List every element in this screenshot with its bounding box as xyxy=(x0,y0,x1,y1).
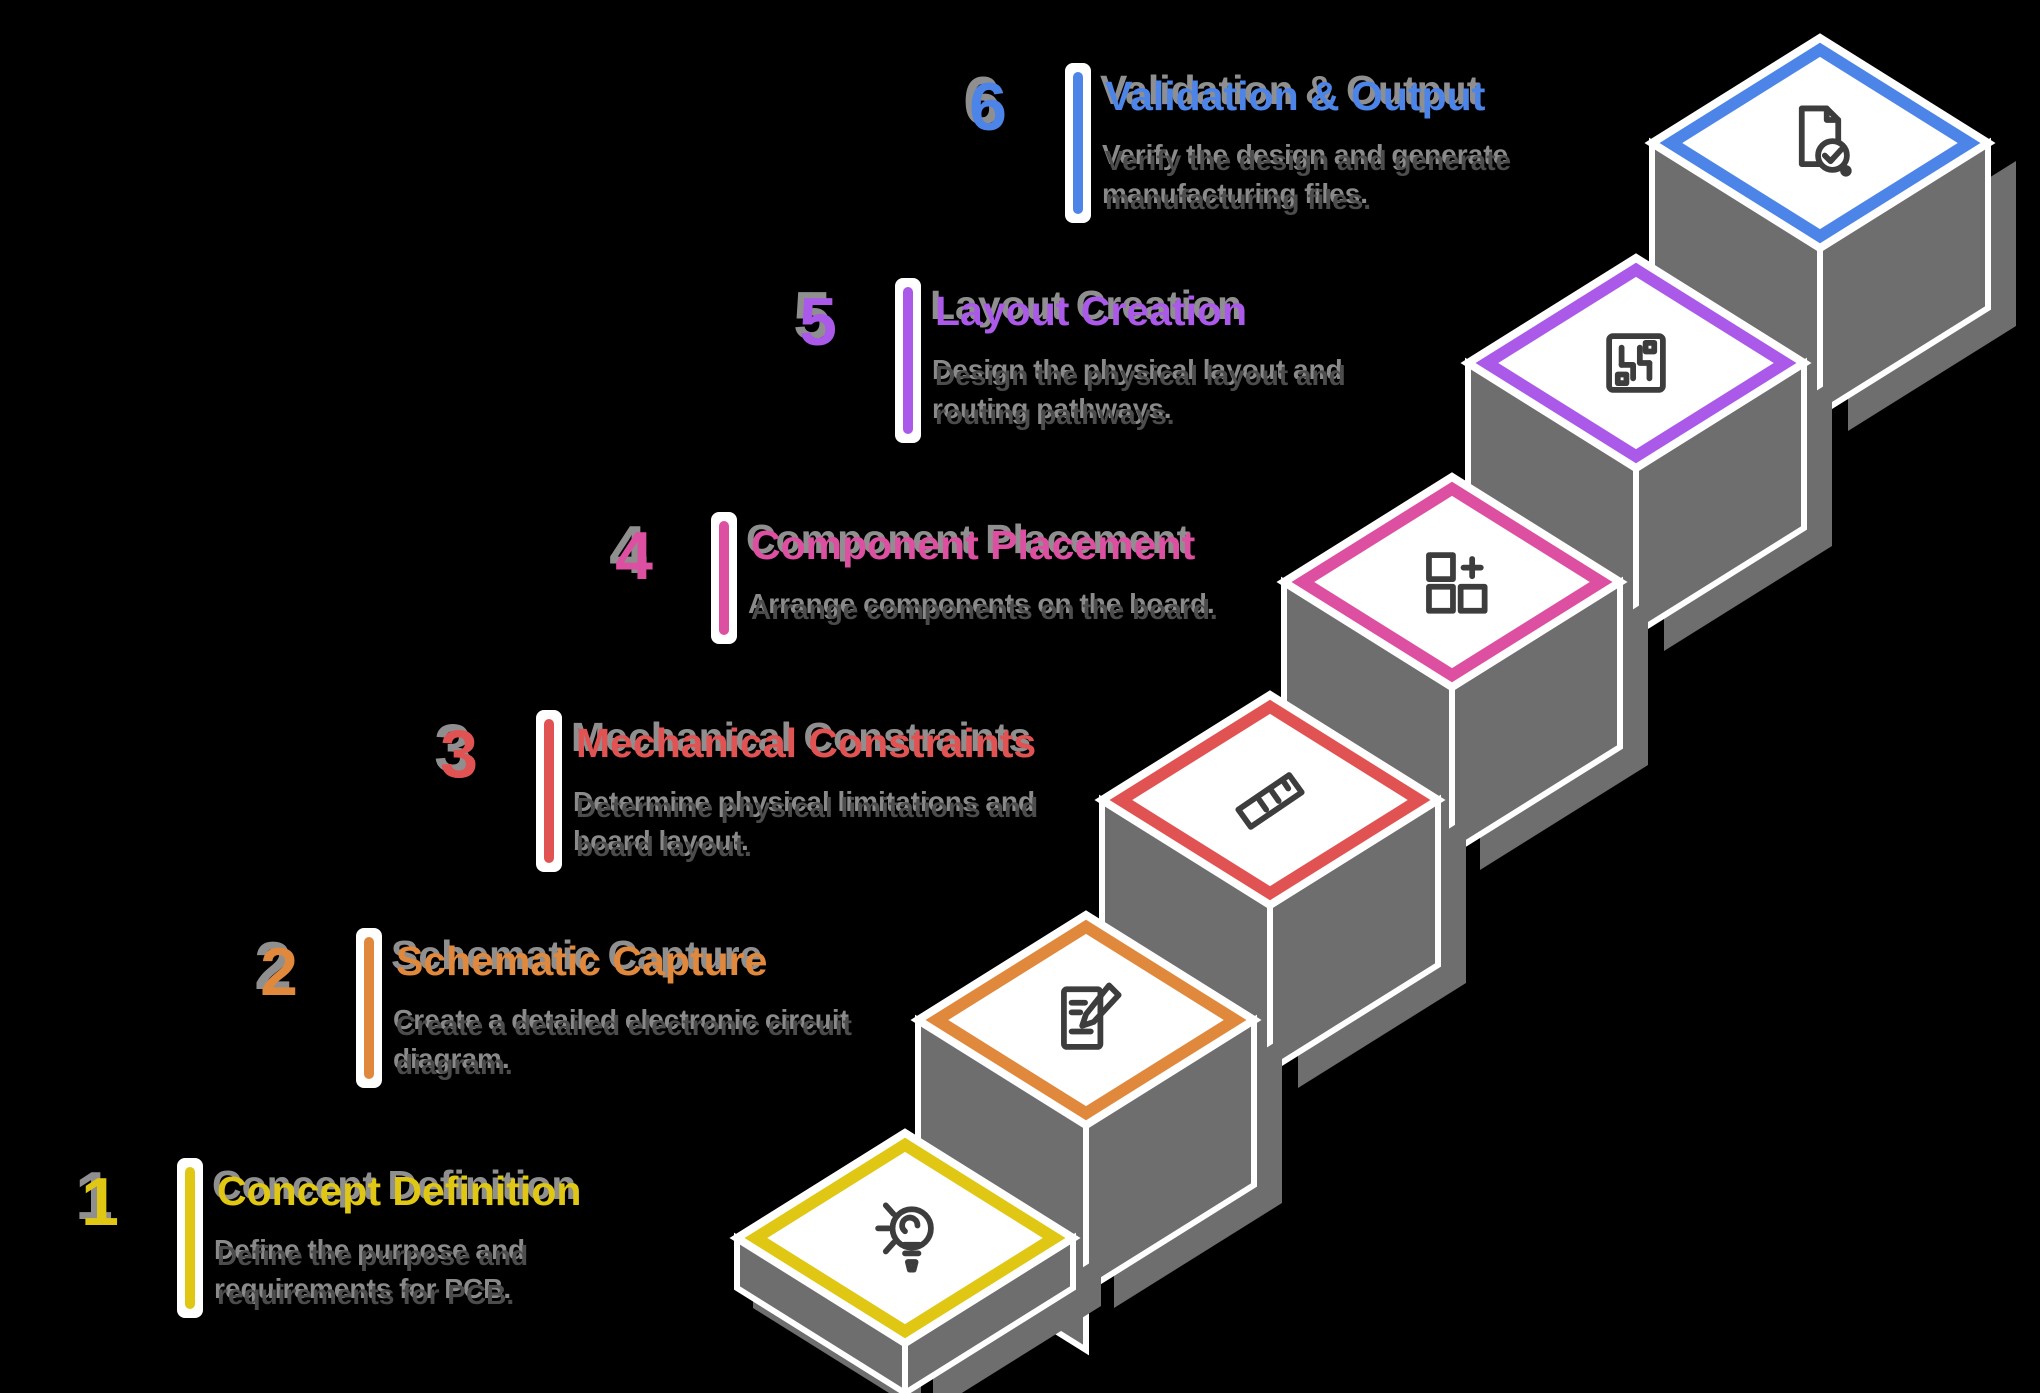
step-accent-bar-panel xyxy=(711,512,737,644)
step-accent-bar xyxy=(1073,72,1083,214)
pcb-layout-icon xyxy=(1606,333,1666,393)
step-accent-bar xyxy=(719,521,729,635)
step-title: Layout Creation xyxy=(935,288,1248,334)
step-6-diamond-inner xyxy=(1682,56,1958,230)
step-number: 2 xyxy=(260,934,298,1010)
step-number: 4 xyxy=(615,518,653,594)
step-accent-bar xyxy=(364,937,374,1079)
step-accent-bar-panel xyxy=(895,278,921,443)
idea-lightbulb-icon xyxy=(875,1202,934,1273)
step-number: 5 xyxy=(799,284,837,360)
step-number: 3 xyxy=(440,716,478,792)
step-5-diamond-inner xyxy=(1498,276,1774,450)
step-title: Component Placement xyxy=(751,522,1196,568)
step-title: Concept Definition xyxy=(217,1168,582,1214)
step-accent-bar xyxy=(903,287,913,434)
step-title: Mechanical Constraints xyxy=(576,720,1037,766)
step-3-diamond-inner xyxy=(1132,713,1408,887)
step-accent-bar-panel xyxy=(177,1158,203,1318)
schematic-edit-icon xyxy=(1061,982,1122,1050)
step-accent-bar-panel xyxy=(536,710,562,872)
step-accent-bar xyxy=(544,719,554,863)
step-description: Arrange components on the board. xyxy=(751,594,1218,625)
step-title: Validation & Output xyxy=(1105,73,1486,119)
step-accent-bar-panel xyxy=(356,928,382,1088)
step-1-diamond-inner xyxy=(767,1151,1043,1325)
step-description: Design the physical layout and routing p… xyxy=(935,360,1346,430)
step-title: Schematic Capture xyxy=(396,938,768,984)
step-description: Define the purpose and requirements for … xyxy=(217,1240,529,1310)
step-description: Create a detailed electronic circuit dia… xyxy=(396,1010,852,1080)
step-accent-bar-panel xyxy=(1065,63,1091,223)
ruler-icon xyxy=(1235,772,1305,830)
step-number: 1 xyxy=(81,1164,119,1240)
step-accent-bar xyxy=(185,1167,195,1309)
step-description: Determine physical limitations and board… xyxy=(576,792,1039,862)
step-number: 6 xyxy=(969,69,1007,145)
file-check-icon xyxy=(1798,105,1852,177)
step-description: Verify the design and generate manufactu… xyxy=(1105,145,1512,215)
components-placement-icon xyxy=(1426,552,1488,614)
